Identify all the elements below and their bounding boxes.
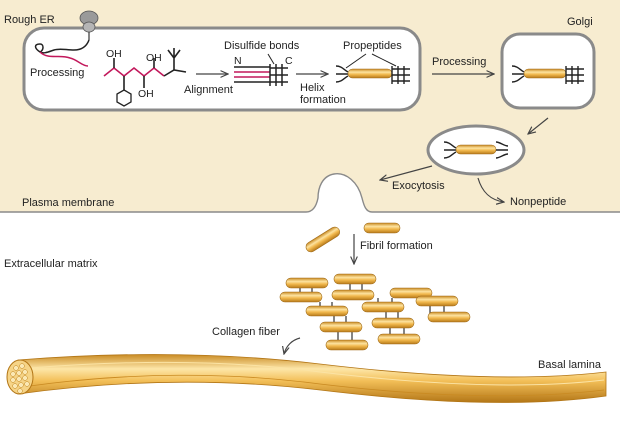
label-collagen-fiber: Collagen fiber — [212, 326, 280, 338]
tropocollagen-rod — [331, 289, 375, 301]
tropocollagen-rod — [333, 273, 377, 285]
released-tropocollagen — [305, 222, 401, 253]
label-plasma-membrane: Plasma membrane — [22, 197, 115, 209]
tropocollagen-rod — [319, 321, 363, 333]
label-nonpeptide: Nonpeptide — [510, 196, 567, 208]
label-oh-1: OH — [106, 48, 122, 60]
fibril-assembly — [279, 273, 471, 351]
ribosome-icon — [79, 10, 99, 40]
label-helix: Helix — [300, 82, 325, 94]
label-processing-right: Processing — [432, 56, 487, 68]
aligned-chains — [234, 53, 288, 86]
vesicle-procollagen — [443, 141, 509, 159]
nascent-chain-tail — [39, 51, 89, 67]
golgi-to-vesicle-arrow — [528, 117, 549, 134]
label-c-terminus: C — [285, 55, 293, 67]
golgi-procollagen — [511, 65, 584, 84]
tropocollagen-rod — [415, 295, 459, 307]
exocytosis-arrow — [380, 165, 433, 180]
label-alignment: Alignment — [184, 84, 233, 96]
tropocollagen-rod — [285, 277, 329, 289]
tropocollagen-rod — [325, 339, 369, 351]
plasma-membrane-line — [0, 173, 620, 213]
tropocollagen-rod — [371, 317, 415, 329]
tropocollagen-rod — [389, 287, 433, 299]
label-formation: formation — [300, 94, 346, 106]
rough-er-compartment — [22, 26, 422, 112]
label-oh-3: OH — [138, 88, 154, 100]
nascent-chain — [34, 39, 90, 54]
tropocollagen-rod — [305, 305, 349, 317]
label-disulfide-bonds: Disulfide bonds — [224, 40, 300, 52]
label-processing-left: Processing — [30, 67, 85, 79]
nonpeptide-arrow — [477, 177, 504, 202]
label-n-terminus: N — [234, 55, 242, 67]
procollagen-molecule — [335, 53, 410, 84]
label-oh-2: OH — [146, 52, 162, 64]
label-propeptides: Propeptides — [343, 40, 402, 52]
tropocollagen-rod — [377, 333, 421, 345]
collagen-fiber — [6, 354, 607, 403]
label-basal-lamina: Basal lamina — [538, 359, 601, 371]
hydroxylated-procollagen-chain — [103, 48, 187, 107]
label-golgi: Golgi — [567, 16, 593, 28]
tropocollagen-rod — [361, 301, 405, 313]
label-exocytosis: Exocytosis — [392, 180, 445, 192]
collagen-fiber-arrow — [284, 337, 301, 354]
tropocollagen-rod — [279, 291, 323, 303]
label-extracellular-matrix: Extracellular matrix — [4, 258, 98, 270]
label-fibril-formation: Fibril formation — [360, 240, 433, 252]
tropocollagen-rod — [427, 311, 471, 323]
label-rough-er: Rough ER — [4, 14, 55, 26]
